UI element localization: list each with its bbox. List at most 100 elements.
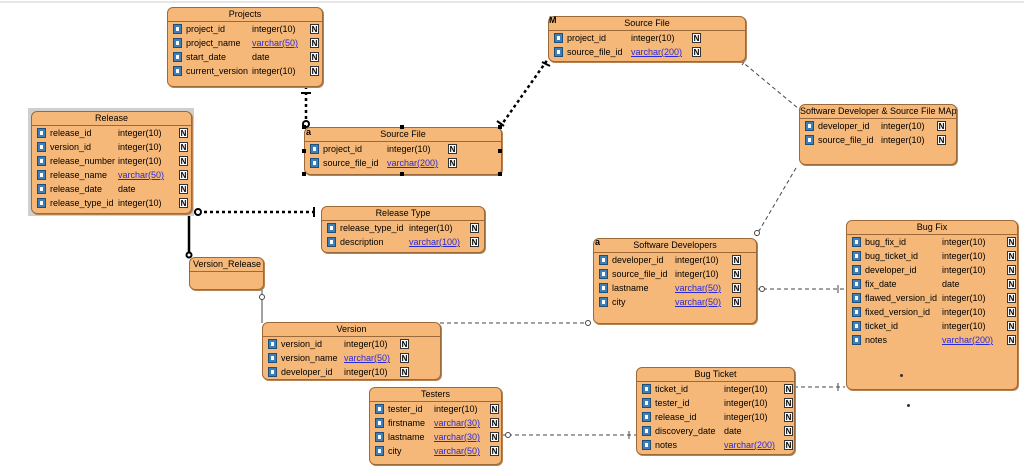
nullable-flag-icon: N	[732, 283, 741, 293]
selection-handle[interactable]	[498, 149, 502, 153]
column-key-icon	[268, 367, 277, 377]
selection-handle[interactable]	[498, 172, 502, 176]
connector-sourcefile-devmap[interactable]	[739, 58, 800, 110]
attribute-type[interactable]: varchar(30)	[434, 432, 481, 442]
attribute-type[interactable]: varchar(200)	[631, 47, 683, 57]
column-key-icon	[173, 38, 182, 48]
connector-developers-bugfix[interactable]	[756, 285, 845, 293]
attribute-name: lastname	[612, 283, 649, 293]
attribute-name: ticket_id	[865, 321, 899, 331]
selection-handle[interactable]	[498, 125, 502, 129]
connector-devmap-developers[interactable]	[754, 167, 797, 237]
selection-handle[interactable]	[400, 172, 404, 176]
attribute-type: integer(10)	[881, 135, 925, 145]
connector-release-versionrelease[interactable]	[185, 213, 193, 259]
column-key-icon	[805, 135, 814, 145]
nullable-flag-icon: N	[784, 398, 793, 408]
attribute-row[interactable]: lastname varchar(50) N	[594, 281, 756, 295]
selection-handle[interactable]	[302, 149, 306, 153]
selection-handle[interactable]	[400, 125, 404, 129]
connector-release-releasetype[interactable]	[192, 207, 318, 217]
attribute-type[interactable]: varchar(50)	[118, 170, 165, 180]
entity-title: Version_Release	[190, 258, 263, 272]
attribute-type[interactable]: varchar(200)	[387, 158, 439, 168]
attribute-type[interactable]: varchar(200)	[942, 335, 994, 345]
attribute-type[interactable]: varchar(50)	[344, 353, 391, 363]
attribute-type[interactable]: varchar(100)	[409, 237, 461, 247]
attribute-type[interactable]: varchar(200)	[724, 440, 776, 450]
attribute-name: project_id	[567, 33, 607, 43]
attribute-type[interactable]: varchar(50)	[252, 38, 299, 48]
attribute-type[interactable]: varchar(50)	[675, 297, 722, 307]
connector-bugticket-bugfix[interactable]	[794, 383, 845, 391]
attribute-type[interactable]: varchar(50)	[434, 446, 481, 456]
connector-projects-sourcefile[interactable]	[301, 86, 311, 128]
entity-version-release[interactable]: Version_Release	[189, 257, 264, 290]
attribute-type[interactable]: varchar(30)	[434, 418, 481, 428]
connector-sourcefile-sourcefile[interactable]	[496, 58, 551, 128]
connector-developers-version[interactable]	[440, 320, 592, 326]
nullable-flag-icon: N	[784, 440, 793, 450]
connector-testers-bugticket[interactable]	[501, 431, 636, 439]
selection-handle[interactable]	[302, 172, 306, 176]
connector-versionrelease-version[interactable]	[259, 289, 265, 323]
entity-dev-source-map[interactable]: Software Developer & Source File MAp dev…	[799, 104, 957, 165]
column-key-icon	[375, 432, 384, 442]
selection-handle[interactable]	[302, 125, 306, 129]
attribute-type[interactable]: varchar(50)	[675, 283, 722, 293]
entity-marker: a	[306, 127, 312, 137]
